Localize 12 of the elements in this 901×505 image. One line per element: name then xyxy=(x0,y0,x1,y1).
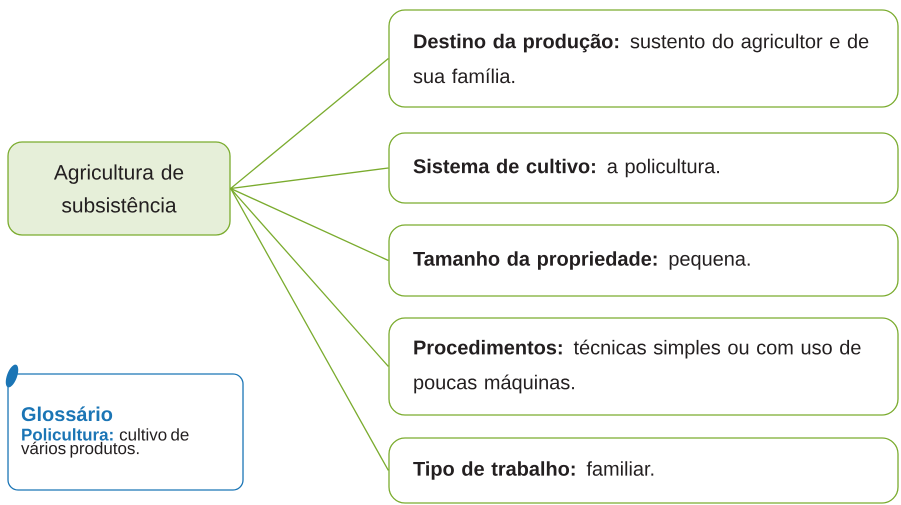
connector-line xyxy=(230,188,389,367)
glossary-box: Glossário Policultura: cultivo de vários produtos. xyxy=(6,364,244,491)
info-box: Destino da produção: sustento do agricultor e de sua família. xyxy=(388,9,899,108)
connector-line xyxy=(230,167,388,190)
connector-line xyxy=(230,188,389,471)
info-box: Tamanho da propriedade: pequena. xyxy=(388,224,899,297)
info-box: Tipo de trabalho: familiar. xyxy=(388,437,899,504)
info-box: Sistema de cultivo: a policultura. xyxy=(388,132,899,204)
info-box: Procedimentos: técnicas simples ou com uso de poucas máquinas. xyxy=(388,317,899,416)
connector-line xyxy=(230,188,389,262)
topic-box: Agricultura de subsistência xyxy=(7,141,231,236)
connector-line xyxy=(230,58,389,189)
